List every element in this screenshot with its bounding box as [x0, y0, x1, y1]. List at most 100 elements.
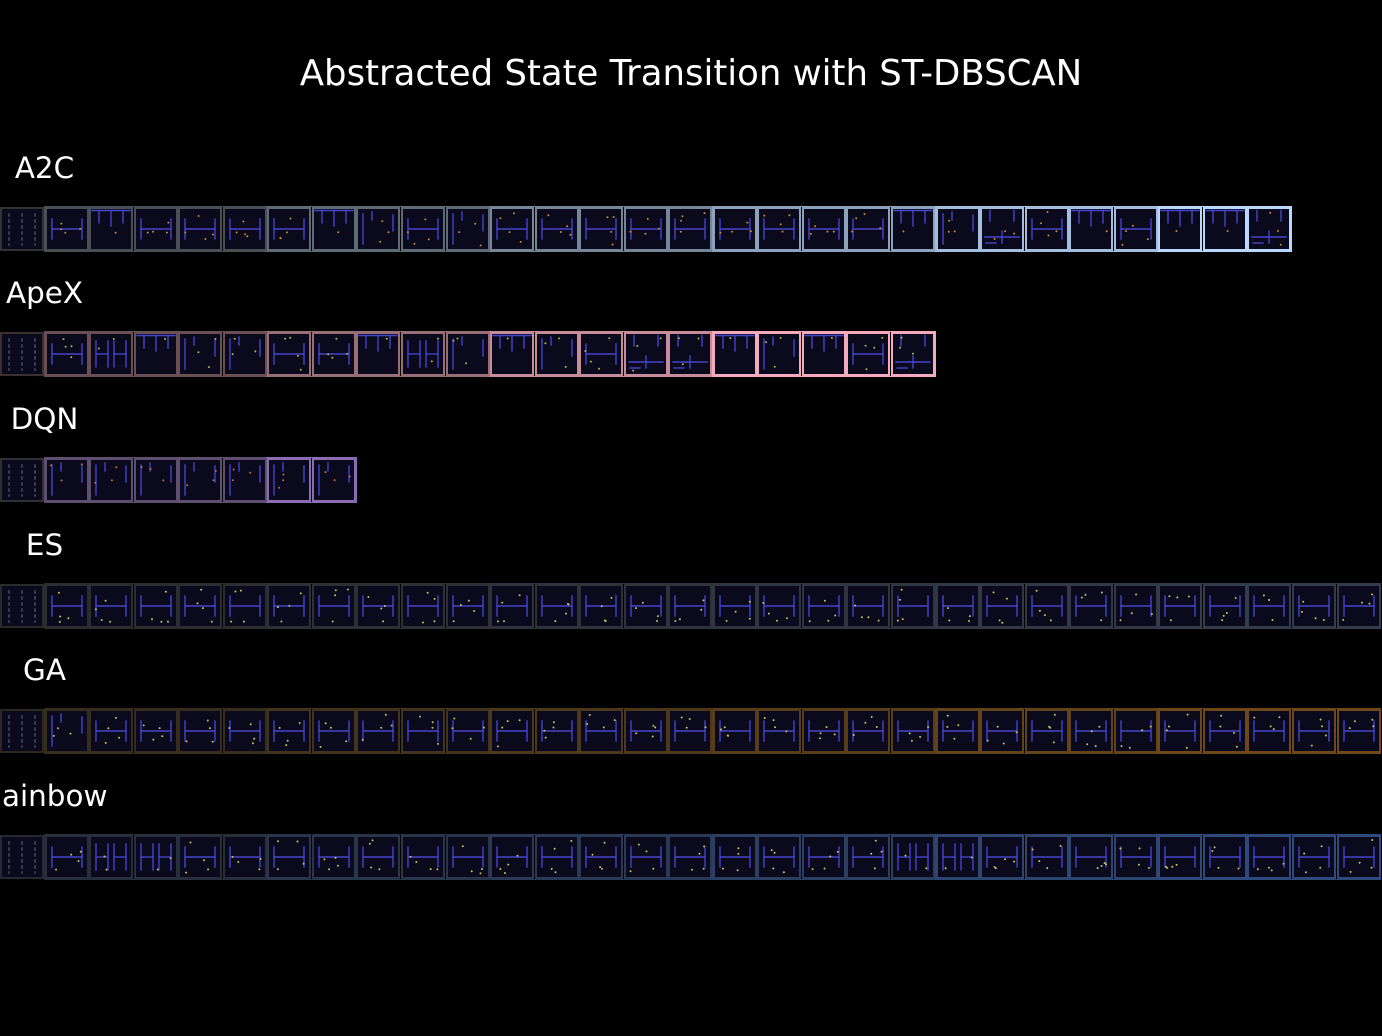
game-screen — [1119, 593, 1153, 622]
pellet-dot — [1049, 619, 1052, 622]
pellet-dot — [455, 337, 458, 340]
pellet-dot — [1166, 729, 1169, 732]
pellet-dot — [282, 479, 285, 482]
pellet-dot — [457, 231, 460, 234]
pellet-dot — [289, 217, 292, 220]
pellet-dot — [1320, 725, 1323, 728]
state-frame — [445, 584, 490, 628]
pellet-dot — [679, 618, 682, 621]
pellet-dot — [996, 725, 999, 728]
game-screen — [1298, 845, 1330, 874]
pellet-dot — [367, 596, 370, 598]
state-sequence — [0, 708, 1382, 754]
pellet-dot — [385, 713, 388, 716]
pellet-dot — [559, 231, 562, 233]
pellet-dot — [1100, 865, 1103, 867]
pellet-dot — [1219, 714, 1222, 717]
pellet-dot — [501, 726, 504, 729]
game-screen — [1164, 595, 1196, 622]
pellet-dot — [336, 864, 339, 867]
pellet-dot — [1094, 745, 1097, 748]
state-frame — [0, 584, 44, 628]
pellet-dot — [704, 726, 707, 729]
game-screen — [50, 713, 83, 747]
pellet-dot — [1039, 222, 1042, 225]
state-frame — [89, 332, 134, 376]
pellet-dot — [436, 742, 439, 745]
state-frame — [579, 709, 624, 753]
game-screen — [1030, 589, 1063, 622]
state-frame — [846, 835, 891, 879]
pellet-dot — [651, 867, 654, 870]
pellet-dot — [231, 353, 234, 356]
pellet-dot — [697, 337, 700, 340]
game-screen — [139, 462, 172, 496]
pellet-dot — [565, 225, 568, 228]
game-screen — [719, 720, 751, 742]
game-screen — [1209, 595, 1241, 622]
pellet-dot — [1234, 597, 1237, 599]
row-label: DQN — [10, 402, 79, 436]
pellet-dot — [421, 621, 424, 624]
game-screen — [1075, 591, 1107, 622]
pellet-dot — [553, 620, 556, 623]
pellet-dot — [239, 589, 242, 592]
state-frame — [980, 584, 1025, 628]
game-screen — [451, 336, 484, 370]
pellet-dot — [467, 599, 470, 602]
game-screen — [407, 337, 439, 368]
state-frame — [89, 835, 134, 879]
pellet-dot — [1046, 211, 1049, 213]
game-screen — [8, 213, 36, 246]
state-frame — [311, 835, 356, 879]
state-frame — [267, 584, 312, 628]
state-frame — [1024, 709, 1069, 753]
pellet-dot — [66, 617, 69, 620]
pellet-dot — [1090, 730, 1093, 733]
pellet-dot — [164, 590, 167, 593]
pellet-dot — [566, 602, 569, 605]
pellet-dot — [482, 726, 485, 729]
pellet-dot — [329, 726, 332, 729]
game-screen — [229, 462, 261, 496]
pellet-dot — [629, 230, 632, 233]
pellet-dot — [702, 867, 705, 870]
pellet-dot — [278, 486, 281, 489]
game-screen — [1119, 846, 1152, 869]
pellet-dot — [994, 867, 997, 870]
game-screen — [94, 462, 127, 496]
pellet-dot — [925, 867, 928, 870]
pellet-dot — [1170, 619, 1173, 622]
state-frame — [891, 584, 935, 628]
state-frame — [133, 458, 178, 502]
pellet-dot — [415, 861, 418, 863]
pellet-dot — [1043, 614, 1046, 617]
pellet-dot — [641, 601, 644, 604]
state-frame — [178, 835, 223, 879]
game-screen — [674, 595, 706, 622]
pellet-dot — [346, 588, 349, 591]
pellet-dot — [1013, 232, 1016, 235]
pellet-dot — [1277, 229, 1280, 232]
game-screen — [314, 209, 354, 234]
pellet-dot — [323, 858, 326, 861]
pellet-dot — [870, 852, 873, 855]
pellet-dot — [335, 337, 338, 340]
pellet-dot — [772, 867, 775, 870]
pellet-dot — [783, 871, 786, 874]
pellet-dot — [550, 867, 553, 870]
pellet-dot — [564, 612, 567, 615]
pellet-dot — [235, 231, 238, 234]
game-screen — [585, 595, 617, 623]
pellet-dot — [1273, 728, 1276, 731]
state-frame — [0, 458, 44, 502]
pellet-dot — [166, 620, 169, 623]
pellet-dot — [1103, 862, 1106, 864]
pellet-dot — [584, 350, 587, 352]
pellet-dot — [516, 854, 519, 857]
pellet-dot — [763, 214, 766, 217]
state-frame — [311, 458, 356, 502]
pellet-dot — [1370, 866, 1372, 869]
game-screen — [273, 217, 305, 240]
state-frame — [89, 709, 134, 753]
